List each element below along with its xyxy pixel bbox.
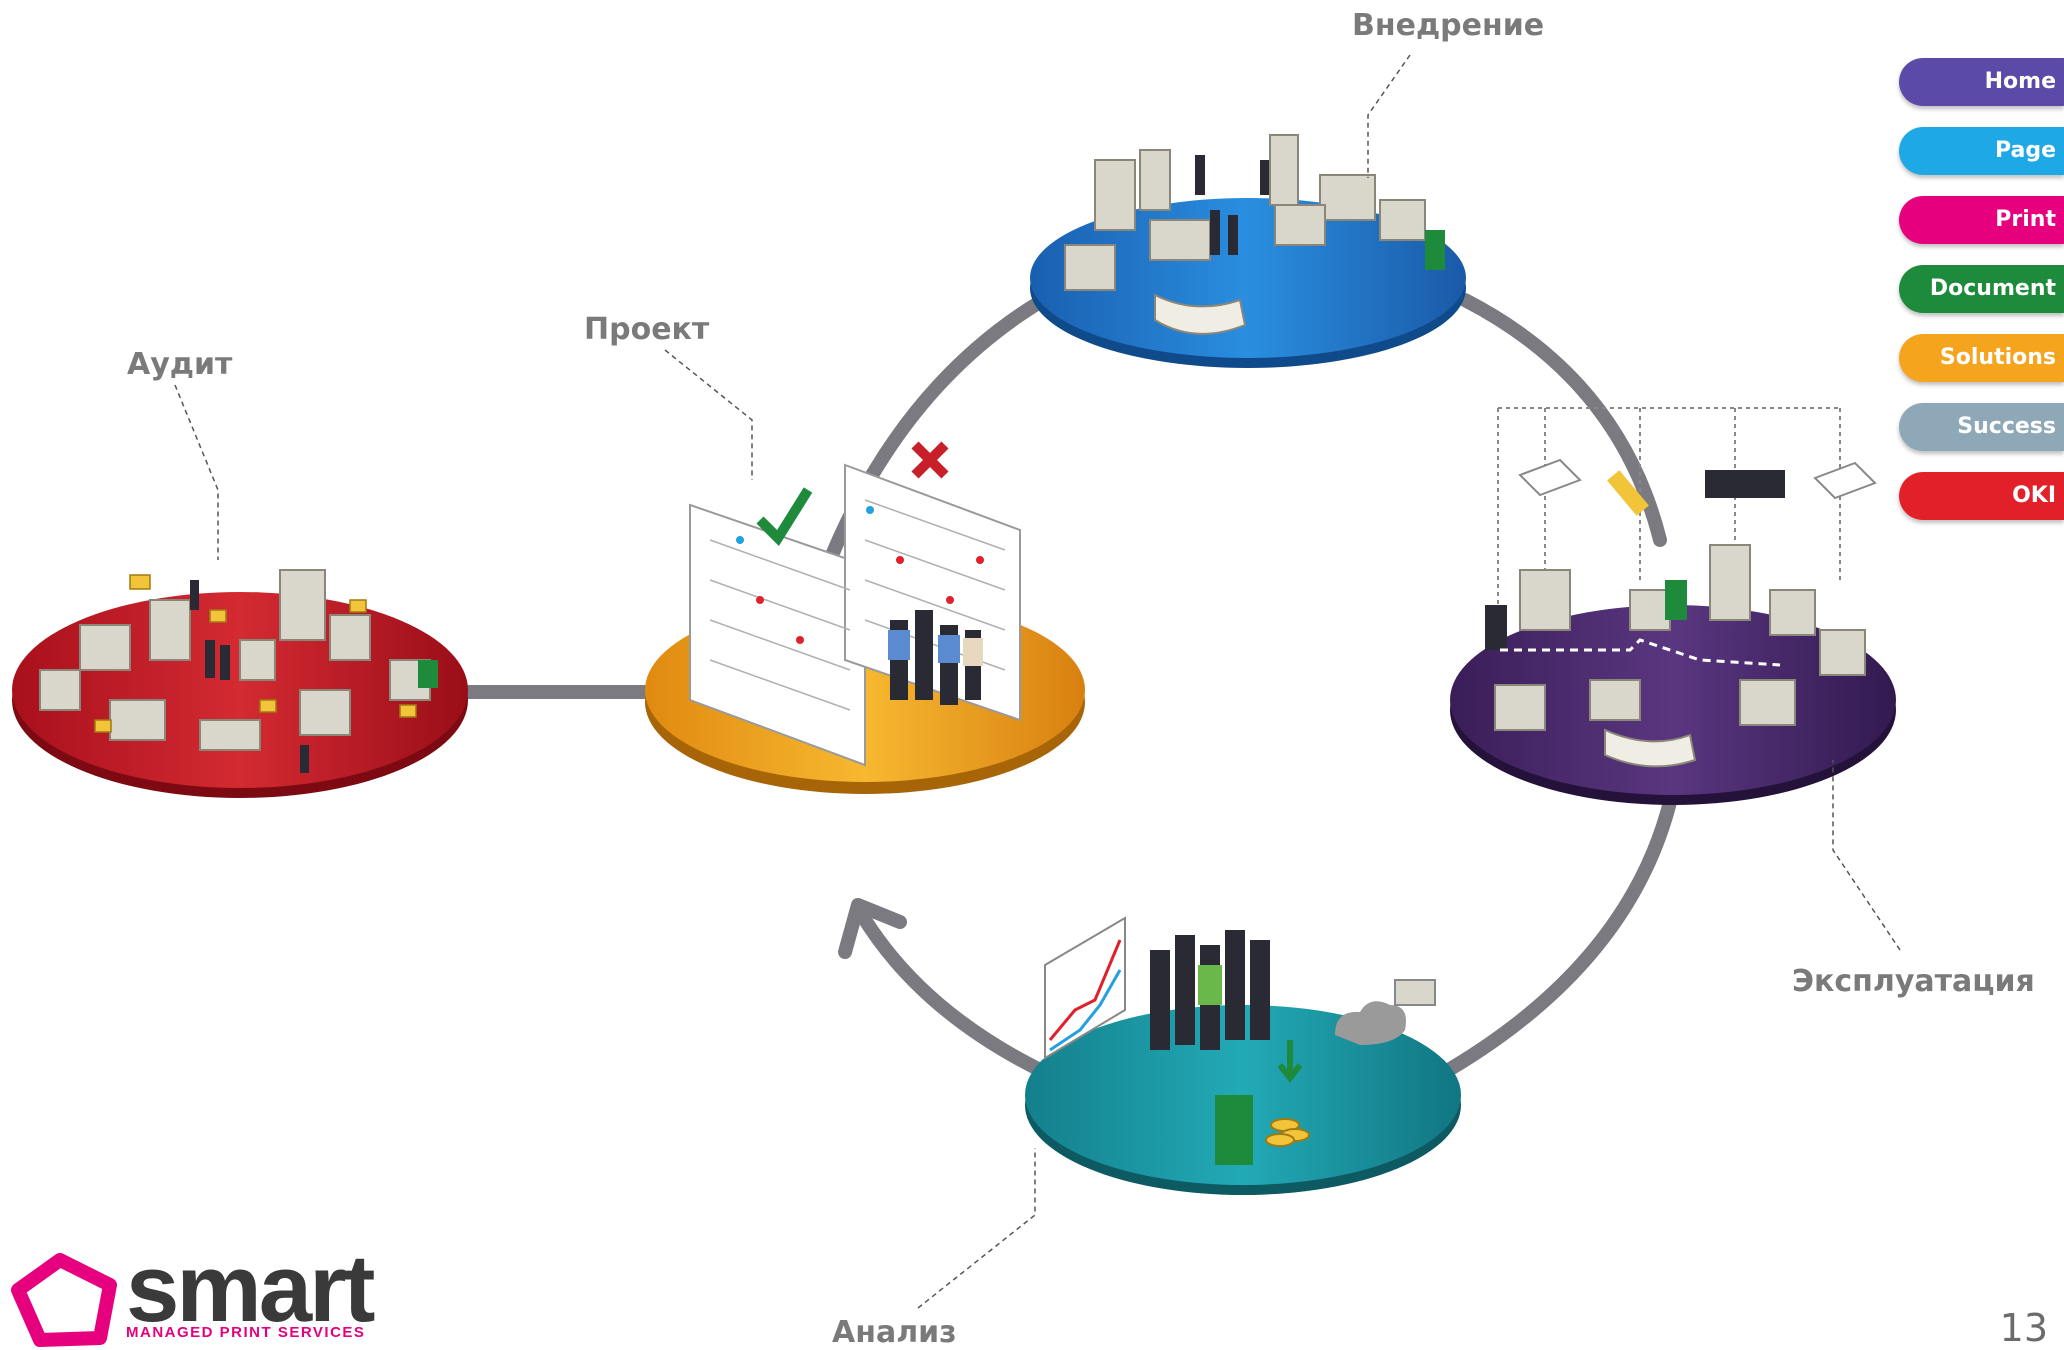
implementation-disc <box>1030 134 1466 368</box>
cycle-arrowhead <box>838 898 907 959</box>
stage-label-analysis: Анализ <box>832 1315 957 1350</box>
logo-wordmark: smart <box>126 1235 375 1342</box>
nav-button-home[interactable]: Home <box>1899 58 2064 106</box>
callout-audit <box>174 384 219 560</box>
callout-operation <box>1832 760 1901 951</box>
analysis-disc <box>1025 916 1461 1195</box>
callouts <box>174 54 1901 1309</box>
nav-button-oki[interactable]: OKI <box>1899 472 2064 520</box>
analysis-chart-board <box>1044 916 1126 1060</box>
cross-mark-icon <box>911 441 949 479</box>
operation-floating-items <box>1518 458 1877 516</box>
cycle-arc-operation-analysis <box>1433 773 1682 1082</box>
operation-disc <box>1450 407 1896 805</box>
reception-desk <box>1154 293 1247 335</box>
smart-logo: smart MANAGED PRINT SERVICES <box>8 1235 378 1344</box>
side-navigation: Home Page Print Document Solutions Succe… <box>1899 58 2064 541</box>
stage-label-project: Проект <box>584 312 710 347</box>
logo-pentagon-icon <box>11 1253 117 1347</box>
check-mark-icon <box>756 487 813 546</box>
nav-button-success[interactable]: Success <box>1899 403 2064 451</box>
cycle-arc-analysis-project <box>855 908 1047 1077</box>
callout-analysis <box>917 1148 1036 1309</box>
callout-project <box>664 349 753 480</box>
co2-cloud-icon <box>1335 1001 1406 1045</box>
nav-button-solutions[interactable]: Solutions <box>1899 334 2064 382</box>
audit-disc <box>12 569 468 798</box>
stage-label-implementation: Внедрение <box>1352 8 1545 43</box>
stage-label-operation: Эксплуатация <box>1792 964 2035 999</box>
nav-button-document[interactable]: Document <box>1899 265 2064 313</box>
nav-button-print[interactable]: Print <box>1899 196 2064 244</box>
page-number: 13 <box>1999 1306 2048 1350</box>
callout-implementation <box>1367 54 1411 178</box>
project-disc <box>645 441 1085 794</box>
nav-button-page[interactable]: Page <box>1899 127 2064 175</box>
logo-tagline: MANAGED PRINT SERVICES <box>126 1324 366 1341</box>
cycle-arc-implementation-operation <box>1458 293 1667 547</box>
stage-label-audit: Аудит <box>127 347 233 382</box>
